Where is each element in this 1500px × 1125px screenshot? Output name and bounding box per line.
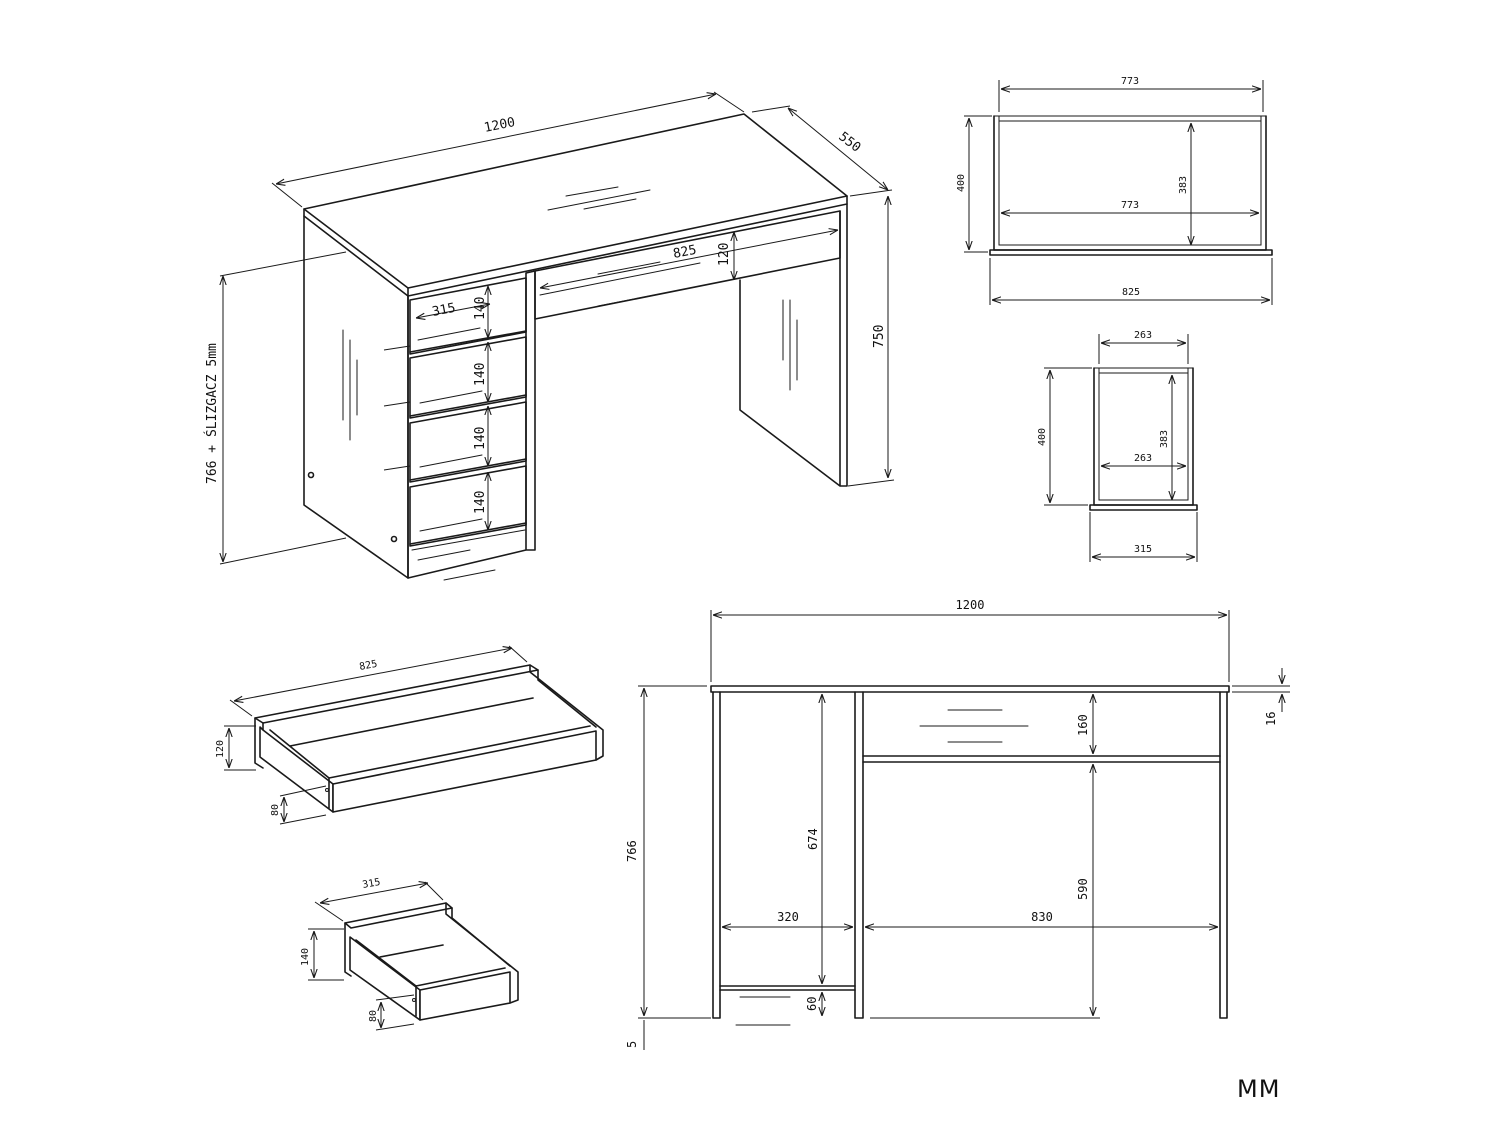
dim-3d-height-label: 750 [872,325,887,348]
top-grain-marks [547,186,651,211]
front-glide-label: 5 [625,1041,639,1048]
dim-3d-drawer-height-label: 120 [717,243,732,266]
dim-3d-depth-line [788,108,888,190]
wide-top-front-width: 825 [1122,287,1140,298]
front-width-label: 1200 [956,598,985,612]
wide-iso-front-height-label: 120 [215,740,226,758]
dim-3d-width-line [276,94,716,184]
small-drawer-top-view: 263 263 400 383 315 [1037,330,1198,562]
front-left-inner-height-label: 674 [806,828,820,850]
glide-dot-left [307,471,315,479]
dim-3d-small-drawer-h2: 140 [473,363,488,386]
dim-3d-small-drawer-h1: 140 [473,297,488,320]
small-top-inner-width: 263 [1134,453,1152,464]
dim-3d-depth-label: 550 [836,129,864,155]
small-iso-side-height-label: 80 [368,1010,379,1022]
right-leg-grain-marks [782,299,798,391]
small-iso-width-label: 315 [362,877,382,891]
desk-front-view: 1200 766 5 16 674 60 320 830 160 590 [625,598,1290,1050]
front-knee-height-label: 590 [1076,878,1090,900]
desk-top-surface [303,113,848,289]
small-drawer-stack [409,277,527,581]
dim-3d-small-drawer-h4: 140 [473,491,488,514]
side-grain-marks [342,329,358,441]
front-right-width-label: 830 [1031,910,1053,924]
small-top-outer-depth: 400 [1037,428,1048,446]
front-drawer-height-label: 160 [1076,714,1090,736]
small-iso-front-height-label: 140 [300,948,311,966]
dim-3d-small-drawer-h3: 140 [473,427,488,450]
small-top-front-width: 315 [1134,544,1152,555]
desk-isometric-view: 1200 550 750 766 + ŚLIZGACZ 5mm 315 140 … [204,91,895,581]
right-leg-panel [739,203,848,487]
wide-top-outer-width: 773 [1121,76,1139,87]
wide-iso-width-label: 825 [358,659,378,673]
dim-3d-drawer-width-label: 825 [672,243,698,262]
wide-top-inner-depth: 383 [1178,176,1189,194]
small-top-outer-width: 263 [1134,330,1152,341]
dim-3d-left-height-label: 766 + ŚLIZGACZ 5mm [204,343,220,484]
small-top-inner-depth: 383 [1159,430,1170,448]
dim-3d-small-drawer-width-label: 315 [431,301,457,320]
front-top-thickness-label: 16 [1264,712,1278,726]
small-drawer-iso-view: 315 140 80 [300,877,519,1031]
wide-drawer-top-view: 773 773 400 383 825 [956,76,1273,305]
wide-iso-side-height-label: 80 [270,804,281,816]
brand-logo: MM [1237,1075,1280,1103]
front-left-width-label: 320 [777,910,799,924]
wide-top-outer-depth: 400 [956,174,967,192]
wide-top-inner-width: 773 [1121,200,1139,211]
glide-dot-right [390,535,398,543]
front-plinth-label: 60 [805,997,819,1011]
wide-drawer-iso-view: 825 120 80 [215,645,604,825]
front-height-label: 766 [625,840,639,862]
dim-3d-width-label: 1200 [483,115,517,136]
